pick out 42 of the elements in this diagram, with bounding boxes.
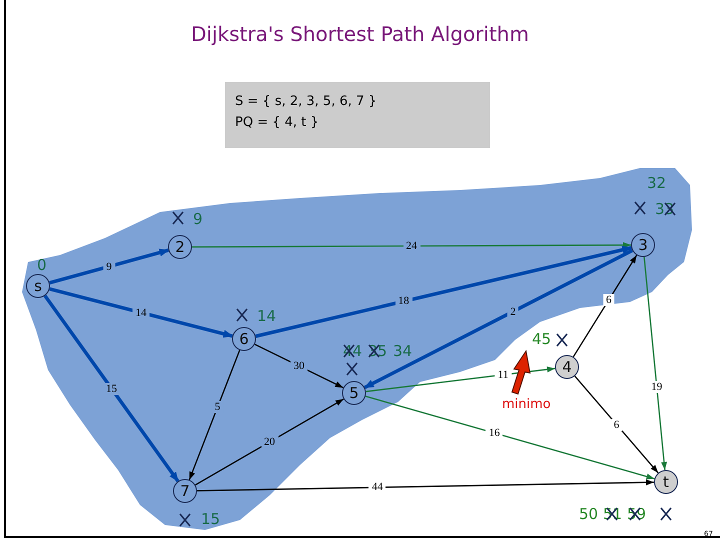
arrow (188, 350, 240, 480)
set-text: S = { s, 2, 3, 5, 6, 7 } (235, 93, 378, 111)
annotation-text: minimo (502, 397, 551, 412)
arrow (366, 366, 556, 392)
distance-label: 34 (393, 343, 412, 359)
edge-label: 20 (261, 436, 278, 448)
edge-label: 5 (212, 401, 224, 414)
distance-label: 32 (647, 175, 666, 191)
arrow (364, 248, 634, 390)
edge-label: 16 (486, 427, 503, 440)
set-box (225, 82, 490, 148)
edge-label: 18 (395, 295, 412, 308)
arrow (195, 398, 344, 486)
distance-label: 9 (193, 211, 203, 227)
arrow (365, 396, 655, 480)
arrow (574, 376, 659, 474)
distance-label: 14 (257, 308, 276, 324)
edge-label: 6 (603, 294, 615, 306)
edge-label: 11 (494, 368, 512, 381)
edge-label: 6 (610, 418, 622, 430)
set-text: PQ = { 4, t } (235, 114, 320, 132)
arrow (644, 256, 668, 470)
arrow (49, 287, 234, 338)
distance-label: 45 (532, 331, 552, 347)
edge-label: 9 (103, 260, 115, 272)
arrow (192, 242, 631, 248)
distance-label: 50 (579, 506, 598, 522)
distance-label: 0 (37, 257, 47, 273)
arrow (254, 344, 344, 388)
arrow (572, 254, 638, 358)
arrow (49, 248, 170, 284)
edge-label: 14 (132, 306, 150, 318)
distance-label: 15 (201, 511, 220, 527)
title: Dijkstra's Shortest Path Algorithm (190, 22, 530, 46)
arrow (44, 294, 180, 482)
arrow (196, 479, 654, 492)
arrow (255, 246, 632, 338)
edge-label: 30 (290, 360, 308, 372)
edge-label: 2 (507, 306, 519, 318)
edge-label: 24 (403, 240, 420, 252)
graph-vertex: t (654, 470, 678, 494)
graph-vertex: 4 (555, 355, 579, 379)
